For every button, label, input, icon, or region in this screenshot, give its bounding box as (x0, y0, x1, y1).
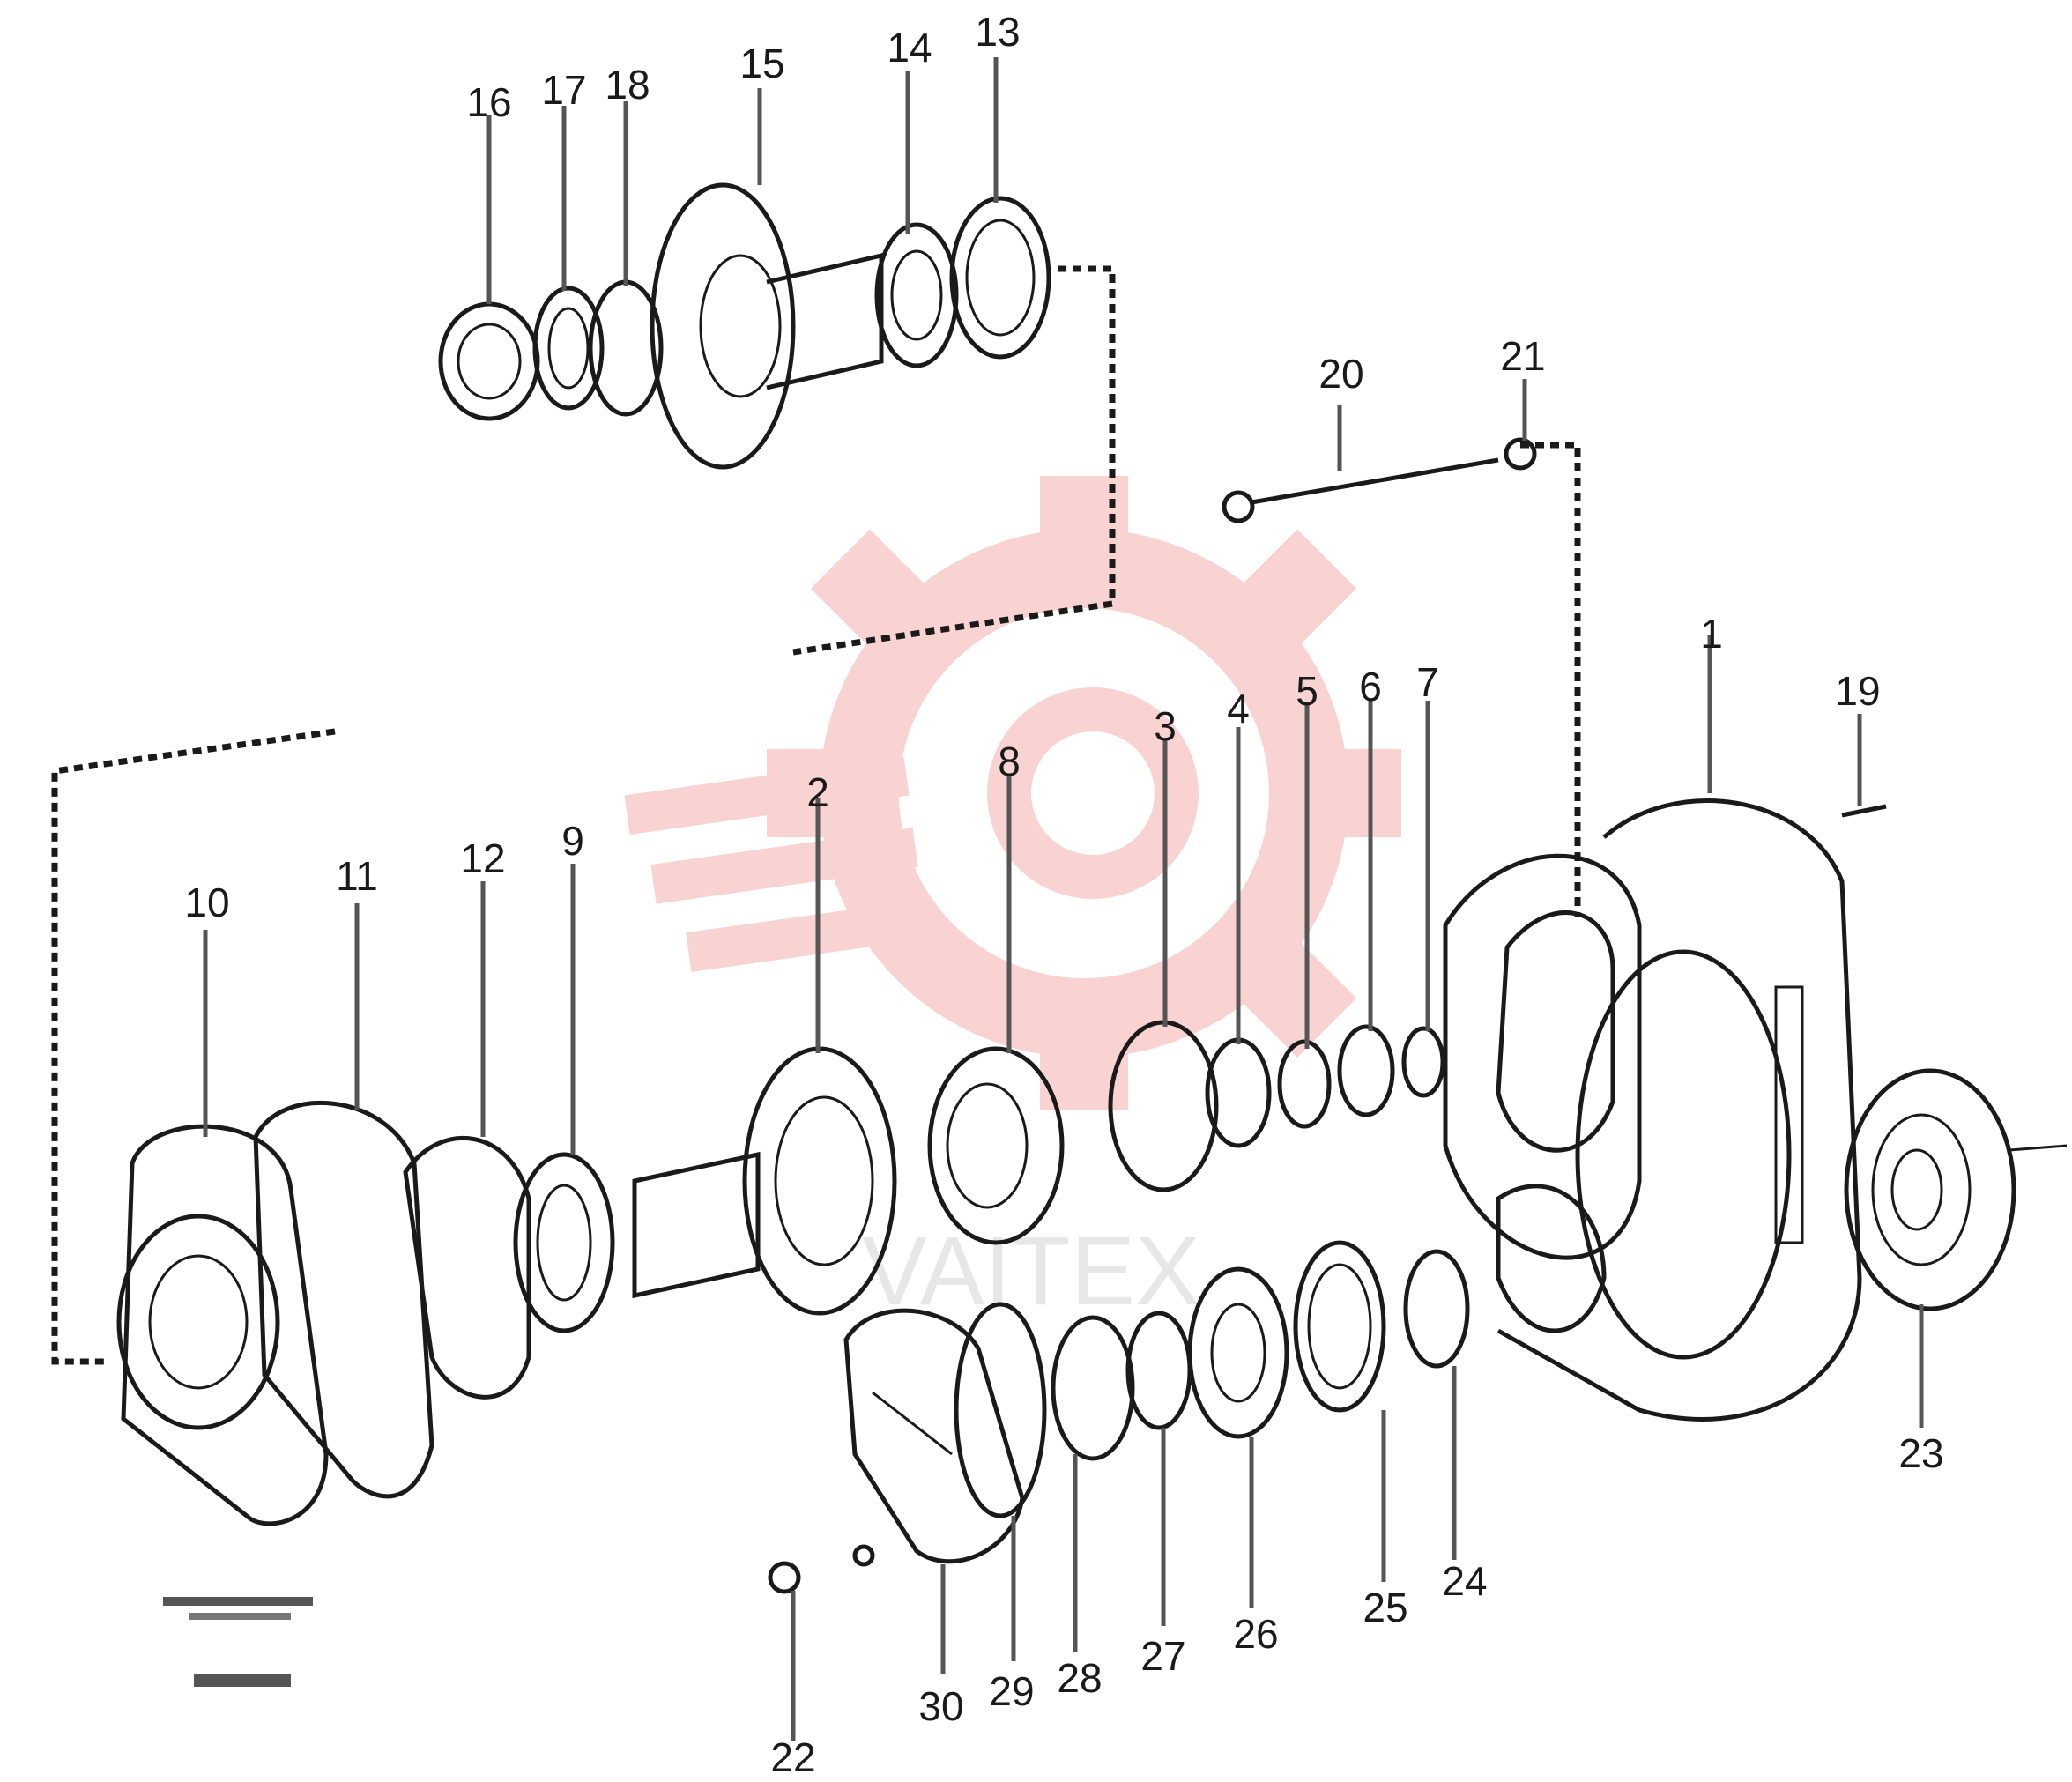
callout-23: 23 (1898, 1430, 1943, 1476)
callout-4: 4 (1227, 686, 1250, 731)
callout-7: 7 (1416, 659, 1439, 705)
callout-25: 25 (1363, 1585, 1407, 1630)
part-16-nut (438, 301, 540, 421)
part-13-seal (949, 196, 1051, 360)
part-30-cover (843, 1308, 1025, 1564)
main-shaft-assembly (513, 1020, 1445, 1333)
callout-19: 19 (1835, 668, 1880, 714)
callout-30: 30 (918, 1683, 963, 1729)
callout-17: 17 (541, 67, 586, 113)
part-26-gear (1187, 1266, 1289, 1439)
assembly-dash-line-left (51, 728, 336, 1365)
callout-14: 14 (887, 25, 932, 71)
upper-subassembly (438, 182, 1051, 470)
part-2-shaft-gear (632, 1046, 897, 1316)
part-1-housing (1496, 798, 1862, 1422)
callout-3: 3 (1154, 703, 1177, 749)
callout-12: 12 (460, 835, 505, 881)
watermark-logo (624, 476, 1401, 1110)
leader-lines (203, 57, 1924, 1741)
part-24-circlip (1403, 1249, 1470, 1369)
callout-1: 1 (1700, 611, 1723, 657)
part-14-bearing (874, 222, 959, 368)
part-19-plug (1841, 804, 1887, 818)
part-9-seal (513, 1152, 615, 1333)
callout-29: 29 (989, 1668, 1034, 1714)
callout-8: 8 (998, 739, 1021, 784)
part-28-bearing (1051, 1315, 1135, 1461)
part-27-ring (1125, 1311, 1192, 1430)
part-17-washer (532, 286, 605, 411)
callout-16: 16 (466, 79, 511, 125)
callout-18: 18 (605, 62, 650, 108)
callout-13: 13 (975, 9, 1020, 55)
callout-6: 6 (1359, 664, 1382, 709)
callout-21: 21 (1500, 333, 1545, 379)
part-15-flange (650, 182, 884, 470)
part-21-washer (1504, 437, 1537, 471)
assembly-dash-line-right (1520, 442, 1581, 917)
callout-11: 11 (336, 853, 378, 899)
part-29-gasket (954, 1302, 1047, 1518)
callout-26: 26 (1233, 1611, 1278, 1657)
part-25-ring (1293, 1240, 1386, 1413)
part-8-bearing (927, 1046, 1065, 1245)
callout-labels: 16 17 18 15 14 13 20 21 1 19 2 8 3 4 5 6… (184, 9, 1943, 1780)
callout-28: 28 (1057, 1655, 1102, 1701)
callout-10: 10 (184, 880, 229, 925)
part-12-cover (403, 1135, 531, 1400)
part-22-bolt (768, 1544, 875, 1594)
part-7-nut (1401, 1026, 1445, 1098)
part-10-cover (116, 1124, 329, 1526)
callout-15: 15 (739, 41, 784, 86)
callout-9: 9 (561, 818, 584, 864)
callout-2: 2 (806, 769, 829, 815)
part-20-bolt (1222, 457, 1499, 523)
part-23-gear (1844, 1068, 2068, 1311)
callout-24: 24 (1442, 1558, 1487, 1604)
callout-20: 20 (1318, 351, 1363, 397)
callout-5: 5 (1296, 668, 1318, 714)
callout-22: 22 (770, 1734, 815, 1780)
part-5-ring (1277, 1039, 1332, 1129)
drawing-reference (163, 1597, 313, 1687)
callout-27: 27 (1140, 1633, 1185, 1679)
part-6-spline (1337, 1024, 1395, 1117)
watermark-text: VAITEX (862, 1217, 1199, 1325)
part-flange-plate (1443, 853, 1642, 1333)
